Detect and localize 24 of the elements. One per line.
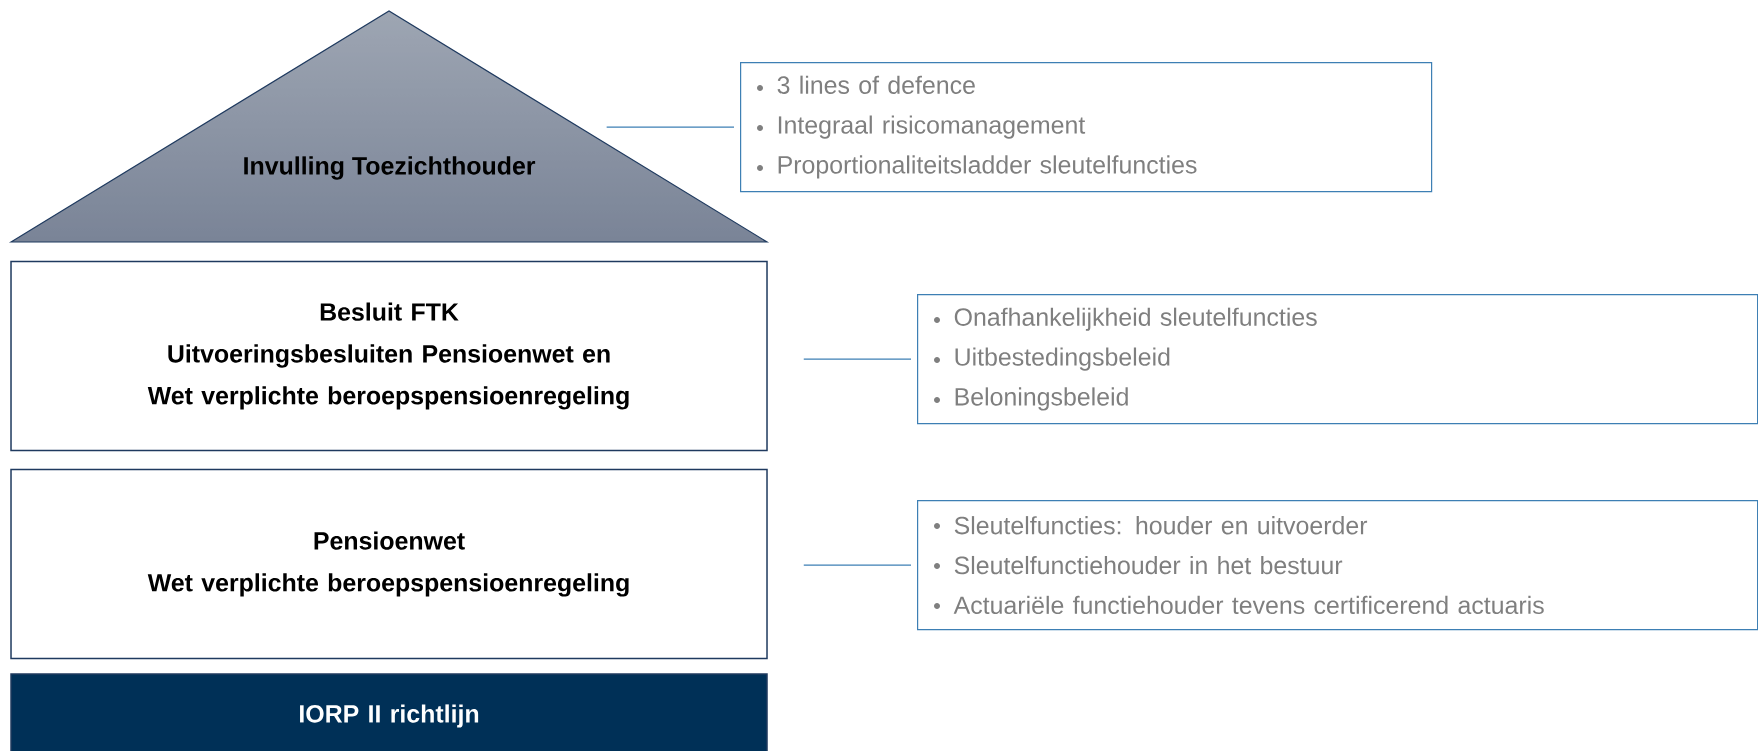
bullet-item: 3 lines of defence (777, 75, 975, 94)
callout-box (740, 62, 1433, 193)
bullet-item: Proportionaliteitsladder sleutelfuncties (778, 155, 1197, 179)
heading-text: Pensioenwet (314, 531, 465, 550)
callout-box (917, 294, 1758, 425)
bullet-item: Sleutelfuncties: houder en uitvoerder (954, 516, 1368, 535)
heading-text: Uitvoeringsbesluiten Pensioenwet en Wet verplichte beroepspensioenregeling (147, 344, 629, 410)
heading-text: IORP II richtlijn (300, 704, 479, 728)
bullet-item: Integraal risicomanagement (778, 115, 1086, 139)
heading-text: Besluit FTK (320, 302, 459, 321)
layer-box (10, 673, 768, 751)
leader-line (803, 358, 912, 360)
leader-line (606, 126, 735, 128)
layer-box (10, 468, 768, 660)
leader-line (803, 564, 912, 566)
bullet-item: Beloningsbeleid (955, 387, 1128, 411)
heading-text: Invulling Toezichthouder (244, 156, 536, 180)
bullet-item: Uitbestedingsbeleid (955, 347, 1170, 371)
bullet-item: Sleutelfunctiehouder in het bestuur (954, 555, 1343, 575)
layer-box (10, 260, 768, 452)
callout-box (917, 500, 1758, 631)
bullet-item: Actuariële functiehouder tevens certificerend actuaris (953, 595, 1544, 615)
heading-text: Wet verplichte beroepspensioenregeling (147, 573, 629, 597)
bullet-item: Onafhankelijkheid sleutelfuncties (954, 307, 1317, 331)
